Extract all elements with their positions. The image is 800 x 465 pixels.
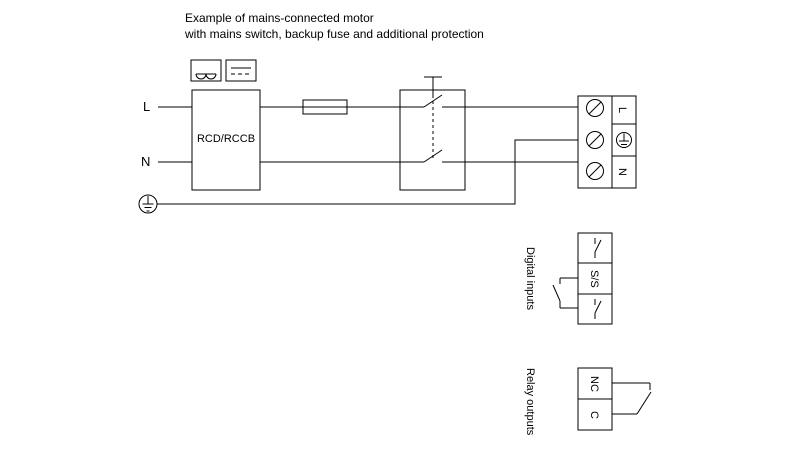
terminal-label-ss: S/S: [588, 269, 600, 288]
digital-inputs-caption: Digital inputs: [524, 247, 536, 310]
screw-terminal-icon: [586, 162, 604, 180]
relay-contact-icon: [612, 382, 652, 415]
terminal-label-line: L: [616, 106, 628, 114]
mains-switch-icon: [399, 76, 466, 191]
screw-terminal-icon: [586, 99, 604, 117]
earth-wire: [157, 139, 578, 205]
fuse-icon: [302, 99, 348, 115]
terminal-label-c: C: [588, 410, 600, 419]
contact-icon: [594, 299, 602, 319]
title-line-1: Example of mains-connected motor: [185, 11, 374, 25]
terminal-label-neutral: N: [616, 168, 628, 176]
dc-icon: [225, 59, 257, 82]
earth-icon: [138, 194, 158, 214]
contact-icon: [594, 238, 602, 258]
supply-line-label: L: [143, 99, 151, 114]
supply-neutral-label: N: [141, 154, 151, 169]
relay-outputs-block: [577, 367, 613, 431]
mains-terminal-block: [577, 95, 637, 189]
title-line-2: with mains switch, backup fuse and addit…: [185, 27, 484, 41]
pulsating-current-icon: [190, 59, 222, 82]
screw-terminal-icon: [586, 131, 604, 149]
external-switch-icon: [552, 277, 578, 309]
pe-terminal-icon: [616, 132, 632, 148]
rcd-label: RCD/RCCB: [196, 133, 256, 145]
relay-outputs-caption: Relay outputs: [524, 368, 536, 436]
supply-wires: [158, 106, 578, 163]
terminal-label-nc: NC: [588, 375, 600, 392]
rcd-box: [191, 89, 261, 191]
diagram-title: Example of mains-connected motor with ma…: [185, 10, 484, 42]
